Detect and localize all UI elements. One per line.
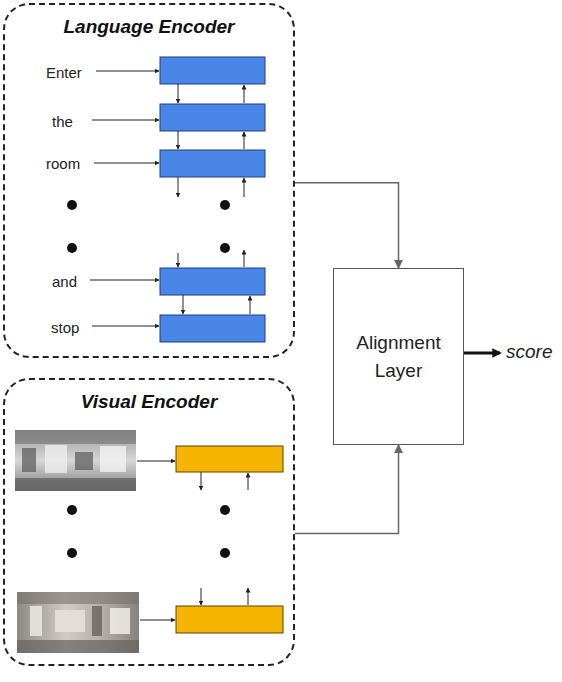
panorama-detail	[75, 452, 93, 470]
ellipsis-dot	[67, 243, 77, 253]
ellipsis-dot	[67, 505, 77, 515]
process-box: Alignment Layer	[333, 268, 464, 445]
input-arrow	[90, 280, 159, 281]
ellipsis-dot	[67, 548, 77, 558]
visual-cell	[176, 446, 283, 472]
recurrent-arrow	[244, 178, 245, 197]
encoder-group: Language Encoder	[3, 3, 295, 358]
ellipsis-dot	[67, 200, 77, 210]
panorama-floor	[17, 640, 139, 653]
input-word: room	[46, 155, 80, 172]
recurrent-arrow	[178, 84, 179, 103]
panorama-image	[17, 592, 139, 653]
lstm-cell	[160, 104, 265, 131]
recurrent-arrow	[178, 177, 179, 197]
panorama-detail	[30, 606, 42, 636]
recurrent-arrow	[178, 253, 179, 267]
visual-cells	[176, 446, 283, 633]
connector-arrow	[295, 183, 399, 268]
output-arrow	[463, 352, 500, 355]
panorama-ceiling	[15, 430, 136, 444]
panorama-ceiling	[17, 592, 139, 604]
input-arrow	[92, 326, 159, 327]
input-arrow	[94, 163, 159, 164]
lstm-cell	[160, 268, 265, 295]
group-title: Visual Encoder	[5, 391, 293, 413]
panorama-detail	[92, 606, 102, 636]
recurrent-arrow	[244, 85, 245, 103]
ellipsis-dot	[220, 200, 230, 210]
recurrent-arrow	[178, 131, 179, 149]
panorama-image	[15, 430, 136, 491]
panorama-detail	[22, 448, 36, 472]
lstm-cell	[160, 57, 265, 84]
group-title: Language Encoder	[5, 16, 293, 38]
recurrent-arrow	[183, 295, 184, 314]
recurrent-arrow	[201, 588, 202, 605]
recurrent-arrow	[244, 132, 245, 149]
panorama-background	[17, 592, 139, 653]
box-label: Alignment Layer	[349, 329, 449, 385]
panorama-detail	[55, 610, 85, 632]
recurrent-arrows	[178, 84, 250, 605]
visual-cell	[176, 606, 283, 633]
connector-arrow	[295, 445, 399, 534]
encoder-group: Visual Encoder	[3, 378, 295, 666]
panorama-detail	[45, 445, 67, 473]
panorama-detail	[110, 608, 130, 634]
lstm-cell	[160, 315, 265, 342]
input-word: stop	[51, 319, 79, 336]
recurrent-arrow	[244, 250, 245, 267]
ellipsis-dot	[220, 548, 230, 558]
ellipsis-dot	[220, 243, 230, 253]
recurrent-arrow	[250, 296, 251, 314]
ellipsis-dot	[220, 505, 230, 515]
input-word: the	[52, 113, 73, 130]
panorama-background	[15, 430, 136, 491]
input-word: and	[52, 273, 77, 290]
recurrent-arrow	[248, 588, 249, 605]
recurrent-arrow	[248, 473, 249, 490]
recurrent-arrow	[201, 472, 202, 490]
panorama-floor	[15, 478, 136, 491]
input-arrow	[96, 71, 159, 72]
lstm-cell	[160, 150, 265, 177]
panorama-detail	[100, 446, 126, 472]
input-arrow	[140, 620, 175, 621]
input-arrow	[92, 120, 159, 121]
output-label: score	[506, 341, 552, 363]
input-arrow	[137, 461, 175, 462]
lstm-cells	[160, 57, 265, 342]
input-word: Enter	[46, 64, 82, 81]
